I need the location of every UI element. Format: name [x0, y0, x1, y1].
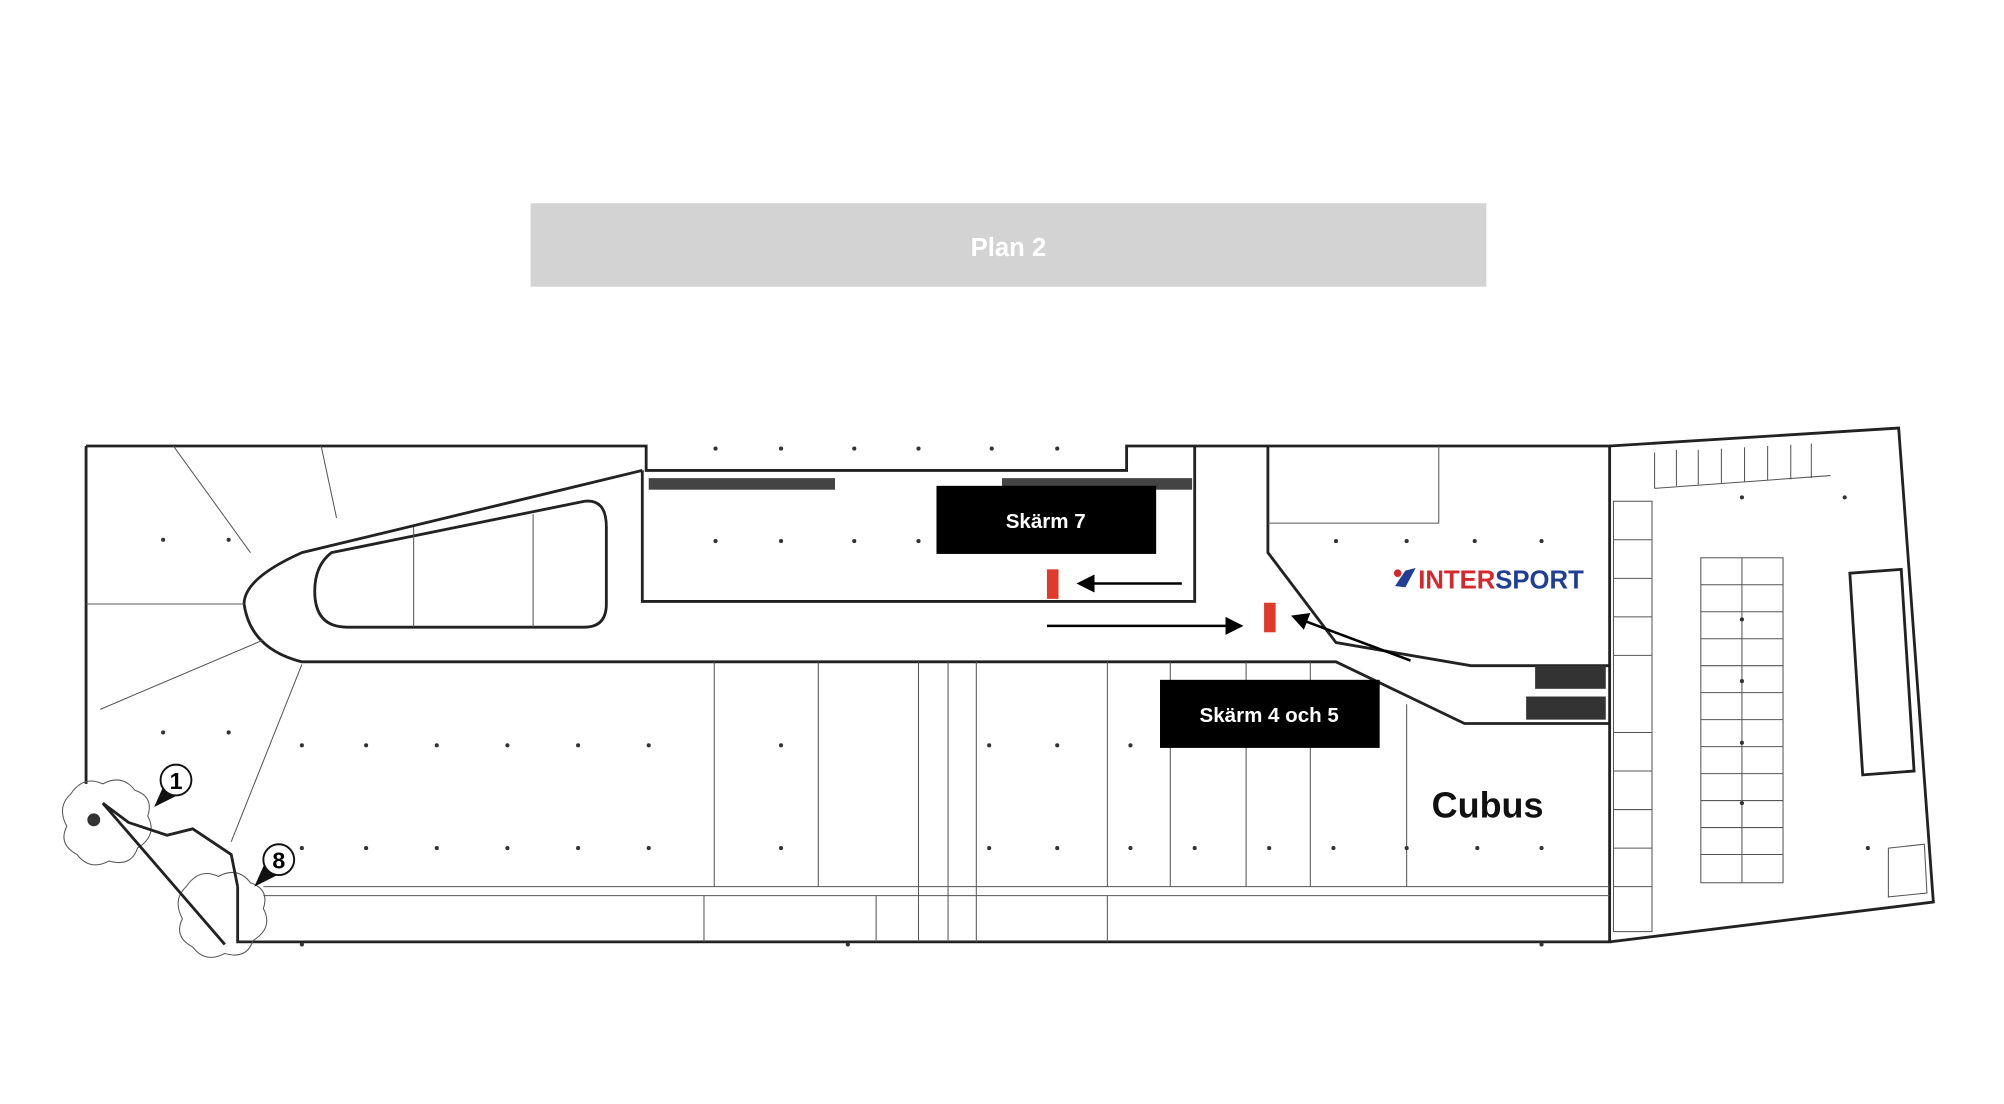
column-dot	[1128, 743, 1133, 748]
column-dot	[987, 846, 992, 851]
column-dot	[646, 846, 651, 851]
column-dot	[1539, 942, 1544, 947]
column-grid	[161, 446, 1870, 947]
column-dot	[226, 537, 231, 542]
column-dot	[1267, 846, 1272, 851]
column-dot	[1404, 539, 1409, 544]
column-dot	[1739, 495, 1744, 500]
column-dot	[852, 446, 857, 451]
column-dot	[1739, 679, 1744, 684]
column-dot	[778, 846, 784, 851]
column-dot	[1739, 801, 1744, 806]
screen-4-5-marker	[1264, 602, 1276, 633]
entrance-marker-8: 8	[254, 843, 296, 887]
column-dot	[778, 743, 784, 748]
column-dot	[1331, 846, 1336, 851]
column-dot	[1192, 846, 1197, 851]
column-dot	[713, 539, 718, 544]
entrance-number: 1	[170, 768, 183, 794]
screen-7-label: Skärm 7	[936, 485, 1157, 554]
column-dot	[576, 743, 581, 748]
column-dot	[1472, 539, 1477, 544]
column-dot	[916, 539, 921, 544]
plan-title: Plan 2	[971, 234, 1047, 262]
cubus-logo: Cubus	[1432, 784, 1544, 825]
intersport-name: INTERSPORT	[1418, 567, 1584, 595]
column-dot	[161, 730, 166, 735]
column-dot	[1475, 846, 1480, 851]
column-dot	[364, 846, 369, 851]
column-dot	[1404, 846, 1409, 851]
column-dot	[1055, 446, 1060, 451]
screen-7-marker	[1046, 569, 1059, 599]
column-dot	[364, 743, 369, 748]
column-dot	[1739, 617, 1744, 622]
column-dot	[1055, 743, 1060, 748]
column-dot	[916, 446, 921, 451]
column-dot	[713, 446, 718, 451]
screen-4-5-label: Skärm 4 och 5	[1160, 679, 1380, 748]
column-dot	[226, 730, 231, 735]
column-dot	[1842, 495, 1847, 500]
column-dot	[845, 942, 850, 947]
column-dot	[299, 846, 304, 851]
column-dot	[1739, 740, 1744, 745]
column-dot	[778, 539, 784, 544]
entrance-number: 8	[272, 848, 285, 874]
svg-text:Skärm 7: Skärm 7	[1006, 510, 1086, 533]
column-dot	[1128, 846, 1133, 851]
column-dot	[434, 743, 439, 748]
column-dot	[161, 537, 166, 542]
column-dot	[989, 446, 994, 451]
column-dot	[1865, 846, 1870, 851]
column-dot	[299, 743, 304, 748]
column-dot	[987, 743, 992, 748]
column-dot	[434, 846, 439, 851]
column-dot	[646, 743, 651, 748]
column-dot	[576, 846, 581, 851]
direction-arrows	[1046, 574, 1411, 662]
plan-title-banner: Plan 2	[530, 203, 1487, 287]
column-dot	[778, 446, 784, 451]
column-dot	[1539, 846, 1544, 851]
column-dot	[505, 846, 510, 851]
building-outline	[62, 426, 1935, 958]
column-dot	[299, 942, 304, 947]
column-dot	[505, 743, 510, 748]
svg-text:Skärm 4 och 5: Skärm 4 och 5	[1200, 704, 1339, 727]
intersport-logo: INTERSPORT	[1393, 567, 1584, 595]
entrance-marker-1: 1	[154, 763, 193, 807]
column-dot	[852, 539, 857, 544]
column-dot	[1539, 539, 1544, 544]
column-dot	[1055, 846, 1060, 851]
column-dot	[1333, 539, 1339, 544]
